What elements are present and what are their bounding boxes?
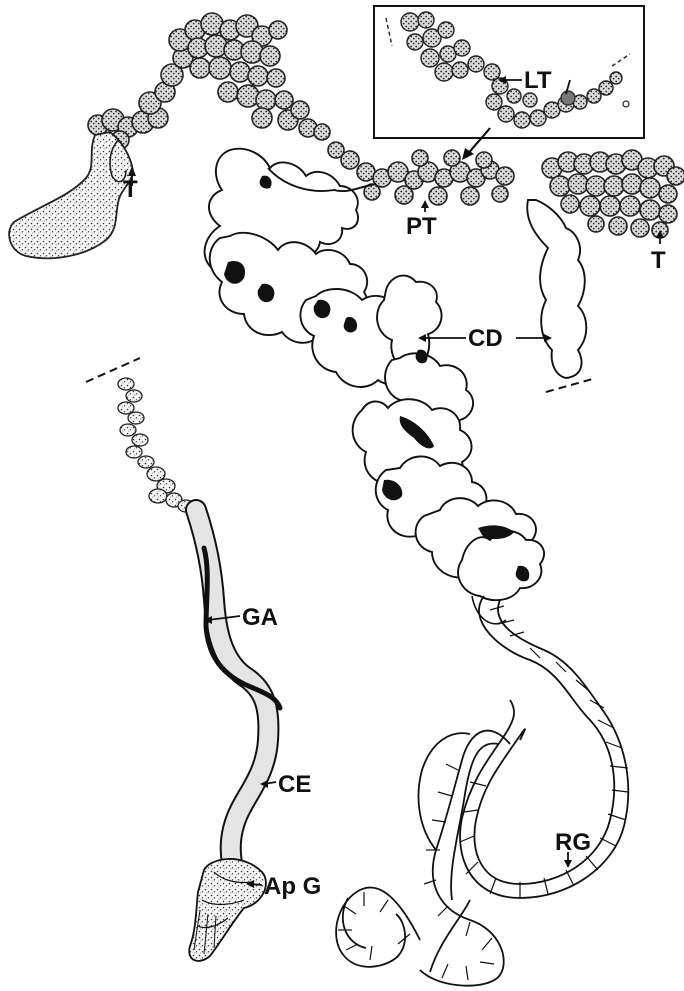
label-ga: GA [242, 604, 278, 631]
rg-coiled-gland [336, 596, 628, 986]
label-rg: RG [555, 829, 591, 856]
label-t-right: T [651, 247, 666, 274]
label-apg: Ap G [264, 873, 321, 900]
cut-mark-right [546, 378, 596, 392]
label-cd: CD [468, 325, 503, 352]
terminal-lobe-left [9, 132, 133, 258]
label-pt: PT [406, 213, 437, 240]
inset-panel [374, 6, 644, 138]
label-ce: CE [278, 771, 311, 798]
label-t-left: T [123, 176, 138, 203]
ejaculatory-duct-organ [86, 358, 280, 961]
label-lt: LT [524, 67, 552, 94]
convoluted-duct [205, 149, 587, 600]
rg-segments [338, 606, 628, 980]
